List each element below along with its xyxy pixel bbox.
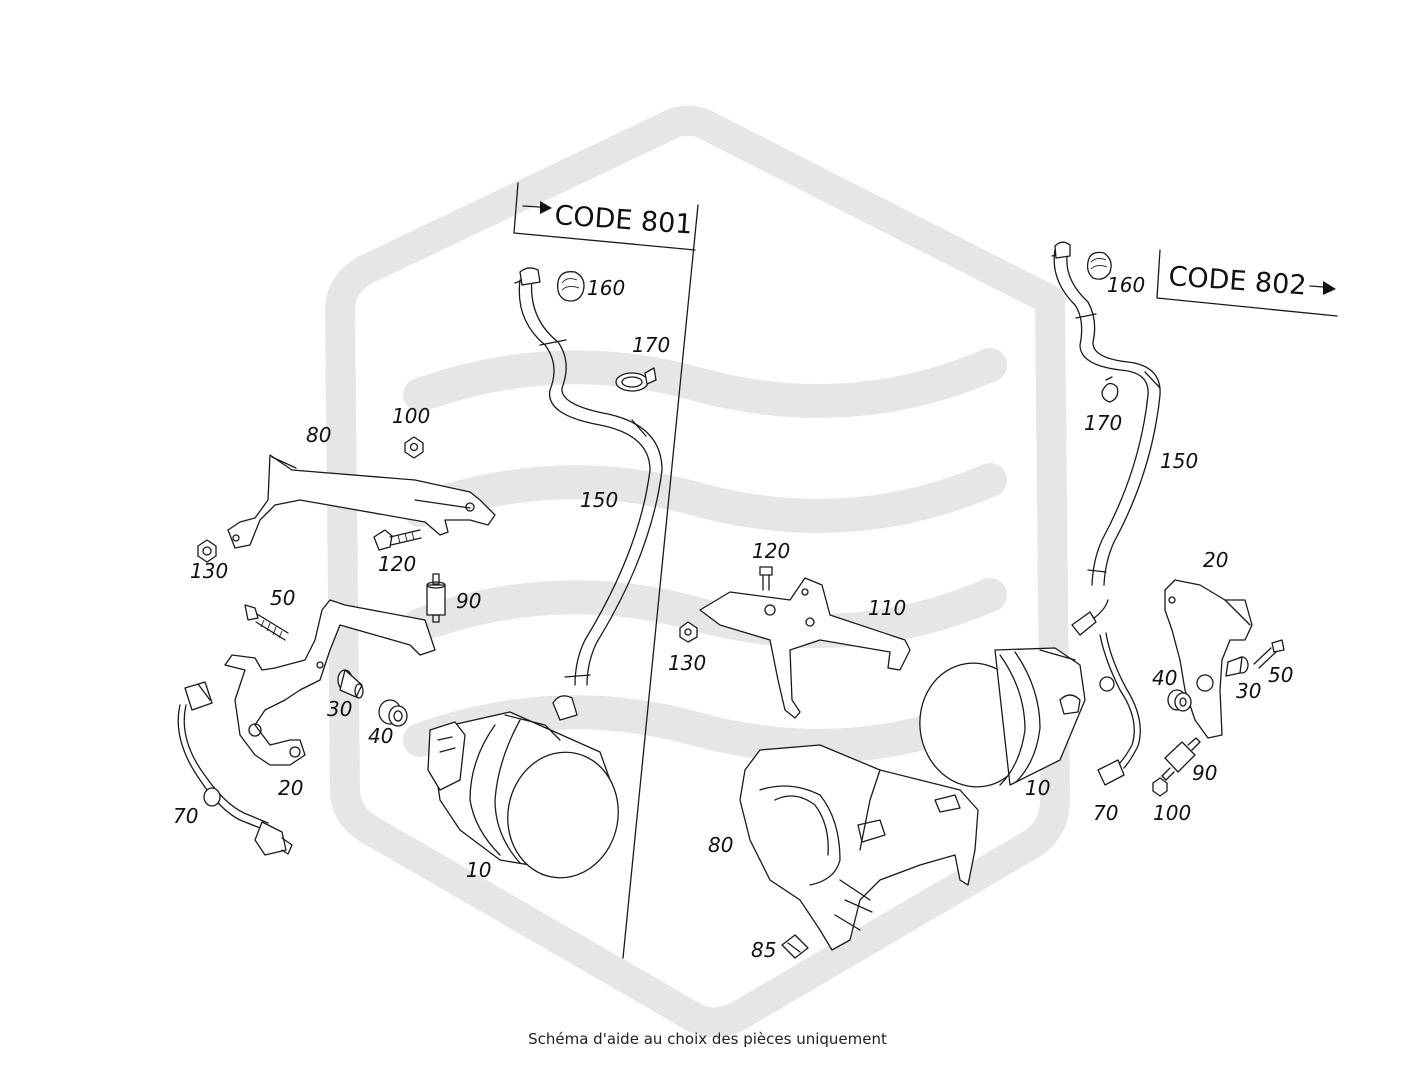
watermark-logo — [325, 105, 1070, 1038]
code-801-text: CODE 801 — [554, 200, 694, 241]
code-802-label: CODE 802 — [1156, 249, 1338, 317]
callout-150-right: 150 — [1160, 449, 1198, 473]
bracket-80-right — [739, 744, 979, 951]
callout-30-right: 30 — [1236, 679, 1261, 703]
damper-90-right — [1161, 737, 1201, 781]
damper-90-left — [426, 573, 446, 623]
callout-170-left: 170 — [632, 333, 670, 357]
arrow-right-icon — [1323, 281, 1336, 295]
callout-30-left: 30 — [327, 697, 352, 721]
cable-70-right — [1071, 599, 1141, 786]
nut-100-right — [1152, 777, 1168, 797]
callout-130-right: 130 — [668, 651, 706, 675]
callout-70-right: 70 — [1093, 801, 1118, 825]
grommet-40-right — [1167, 689, 1192, 712]
callout-110-right: 110 — [868, 596, 906, 620]
sleeve-30-left — [337, 669, 364, 699]
callout-130-left: 130 — [190, 559, 228, 583]
callout-20-right: 20 — [1203, 548, 1228, 572]
bracket-110 — [699, 577, 911, 719]
callout-80-left: 80 — [306, 423, 331, 447]
bracket-80-left — [227, 454, 496, 549]
callout-10-left: 10 — [466, 858, 491, 882]
callout-70-left: 70 — [173, 804, 198, 828]
connector-160-right — [1086, 251, 1112, 280]
callout-40-right: 40 — [1152, 666, 1177, 690]
sleeve-30-right — [1225, 656, 1249, 677]
hose-150-left — [514, 267, 663, 686]
hose-150-right — [1051, 241, 1161, 586]
code-802-text: CODE 802 — [1168, 261, 1308, 302]
callout-50-left: 50 — [270, 586, 295, 610]
callout-160-left: 160 — [587, 276, 625, 300]
nut-130-left — [197, 539, 217, 563]
callout-150-left: 150 — [580, 488, 618, 512]
callout-90-right: 90 — [1192, 761, 1217, 785]
code-divider-line — [622, 204, 699, 959]
bolt-50-right — [1253, 639, 1285, 669]
callout-85-right: 85 — [751, 938, 776, 962]
callout-80-right: 80 — [708, 833, 733, 857]
bolt-120-right — [759, 566, 773, 591]
nut-100-left — [404, 436, 424, 459]
clamp-170-left — [615, 367, 657, 392]
callout-100-right: 100 — [1153, 801, 1191, 825]
bracket-20-left — [224, 599, 436, 766]
callout-90-left: 90 — [456, 589, 481, 613]
callout-120-left: 120 — [378, 552, 416, 576]
bolt-120-left — [373, 529, 422, 551]
callout-100-left: 100 — [392, 404, 430, 428]
nut-130-right — [679, 621, 698, 643]
connector-160-left — [557, 271, 585, 302]
callout-120-right: 120 — [752, 539, 790, 563]
callout-50-right: 50 — [1268, 663, 1293, 687]
clamp-170-right — [1101, 376, 1119, 403]
air-pump-10-right — [919, 647, 1086, 788]
diagram-caption: Schéma d'aide au choix des pièces unique… — [528, 1030, 887, 1048]
bracket-20-right — [1164, 579, 1253, 739]
callout-160-right: 160 — [1107, 273, 1145, 297]
grommet-40-left — [378, 699, 408, 727]
arrow-right-icon — [540, 201, 552, 214]
bolt-50-left — [244, 604, 289, 641]
cable-70-left — [177, 681, 293, 856]
air-pump-10-left — [427, 695, 619, 879]
clip-85 — [781, 934, 809, 959]
callout-10-right: 10 — [1025, 776, 1050, 800]
callout-40-left: 40 — [368, 724, 393, 748]
callout-20-left: 20 — [278, 776, 303, 800]
callout-170-right: 170 — [1084, 411, 1122, 435]
